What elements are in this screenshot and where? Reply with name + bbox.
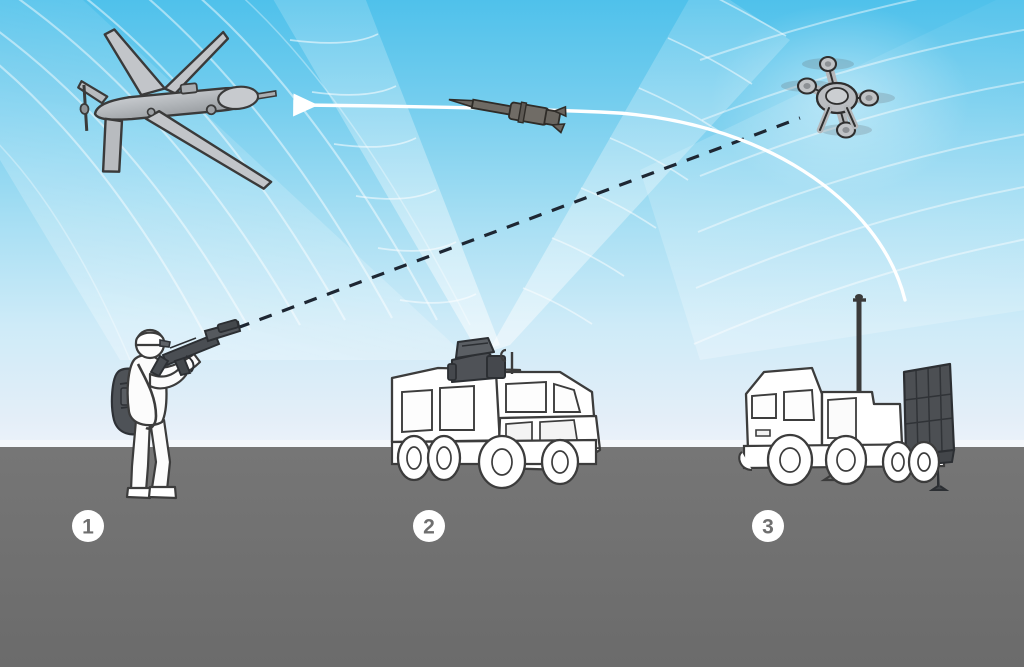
missile-launcher-vehicle (738, 294, 956, 491)
jammer-truck (390, 336, 602, 490)
marker-1-label: 1 (82, 516, 94, 539)
drone-wave-cone (640, 0, 1024, 360)
marker-1: 1 (72, 510, 104, 542)
missile-trajectory (293, 93, 907, 302)
interceptor-missile (448, 98, 567, 134)
marker-2: 2 (413, 510, 445, 542)
jammer-turret (447, 336, 506, 384)
marker-3-label: 3 (762, 516, 774, 539)
marker-2-label: 2 (423, 516, 435, 539)
detection-line (236, 116, 801, 330)
handheld-jammer-rifle (149, 318, 242, 378)
soldier-with-jammer-rifle (110, 318, 242, 500)
marker-3: 3 (752, 510, 784, 542)
quadcopter-drone (781, 55, 895, 139)
fixed-wing-uav (77, 28, 278, 190)
